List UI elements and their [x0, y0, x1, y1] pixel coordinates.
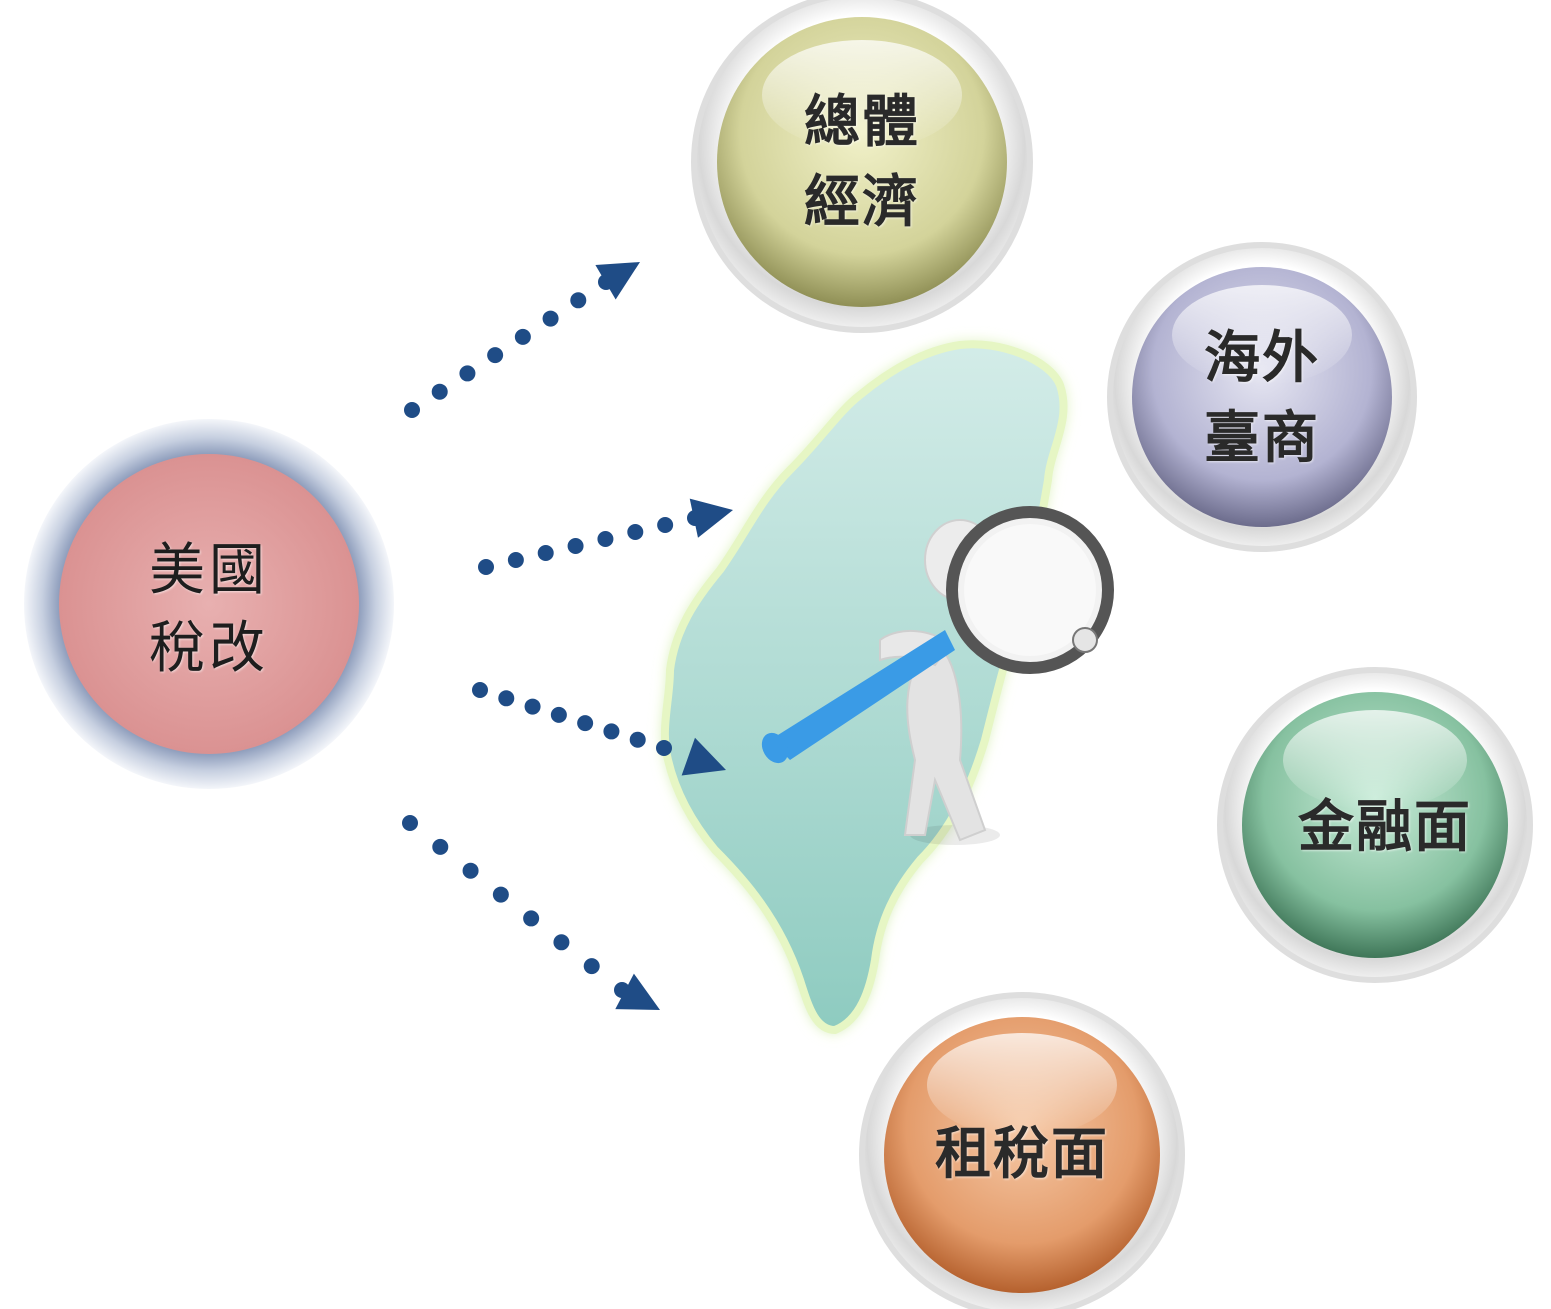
arrow-dot [459, 365, 476, 382]
arrow-dot [507, 552, 524, 568]
arrow-dot [553, 934, 570, 951]
target-node-tax [859, 992, 1185, 1309]
arrow-to-macro-economy [404, 262, 640, 418]
arrow-dot [597, 531, 614, 547]
arrow-dot [603, 723, 620, 740]
dotted-arrows [402, 262, 733, 1010]
arrow-dot [656, 740, 672, 756]
target-label-overseas-business: 海外 臺商 [1204, 325, 1320, 471]
arrow-dot [567, 538, 584, 554]
target-label-macro-economy: 總體 經濟 [804, 89, 920, 235]
arrow-head-icon [615, 973, 660, 1010]
figure-magnifier-illustration [761, 506, 1114, 845]
arrow-to-overseas-business [478, 498, 733, 575]
arrow-dot [570, 292, 587, 309]
arrow-dot [431, 383, 448, 400]
arrow-dot [537, 545, 554, 561]
arrow-head-icon [689, 498, 733, 538]
arrow-dot [629, 731, 646, 748]
arrow-dot [487, 347, 504, 364]
arrow-dot [577, 715, 594, 732]
arrow-dot [432, 838, 449, 855]
arrow-dot [523, 910, 540, 927]
source-node [24, 419, 394, 789]
arrow-dot [402, 815, 418, 831]
arrow-dot [627, 524, 644, 540]
arrow-dot [498, 690, 515, 707]
arrow-dot [550, 706, 567, 723]
target-node-overseas-business [1107, 242, 1417, 552]
target-node-finance [1217, 667, 1533, 983]
arrow-dot [404, 402, 420, 418]
arrow-dot [542, 310, 559, 327]
arrow-dot [462, 862, 479, 879]
arrow-dot [657, 517, 674, 533]
arrow-to-tax [402, 815, 660, 1010]
arrow-dot [478, 559, 494, 575]
arrow-dot [492, 886, 509, 903]
target-label-tax: 租稅面 [935, 1121, 1109, 1187]
arrow-dot [583, 958, 600, 975]
arrow-to-finance [472, 682, 726, 776]
arrow-head-icon [595, 262, 640, 300]
arrow-dot [524, 698, 541, 715]
arrow-head-icon [681, 737, 726, 776]
source-label: 美國 稅改 [149, 538, 269, 681]
target-label-finance: 金融面 [1298, 794, 1472, 860]
arrow-dot [514, 328, 531, 345]
arrow-dot [472, 682, 488, 698]
target-node-macro-economy [691, 0, 1033, 333]
